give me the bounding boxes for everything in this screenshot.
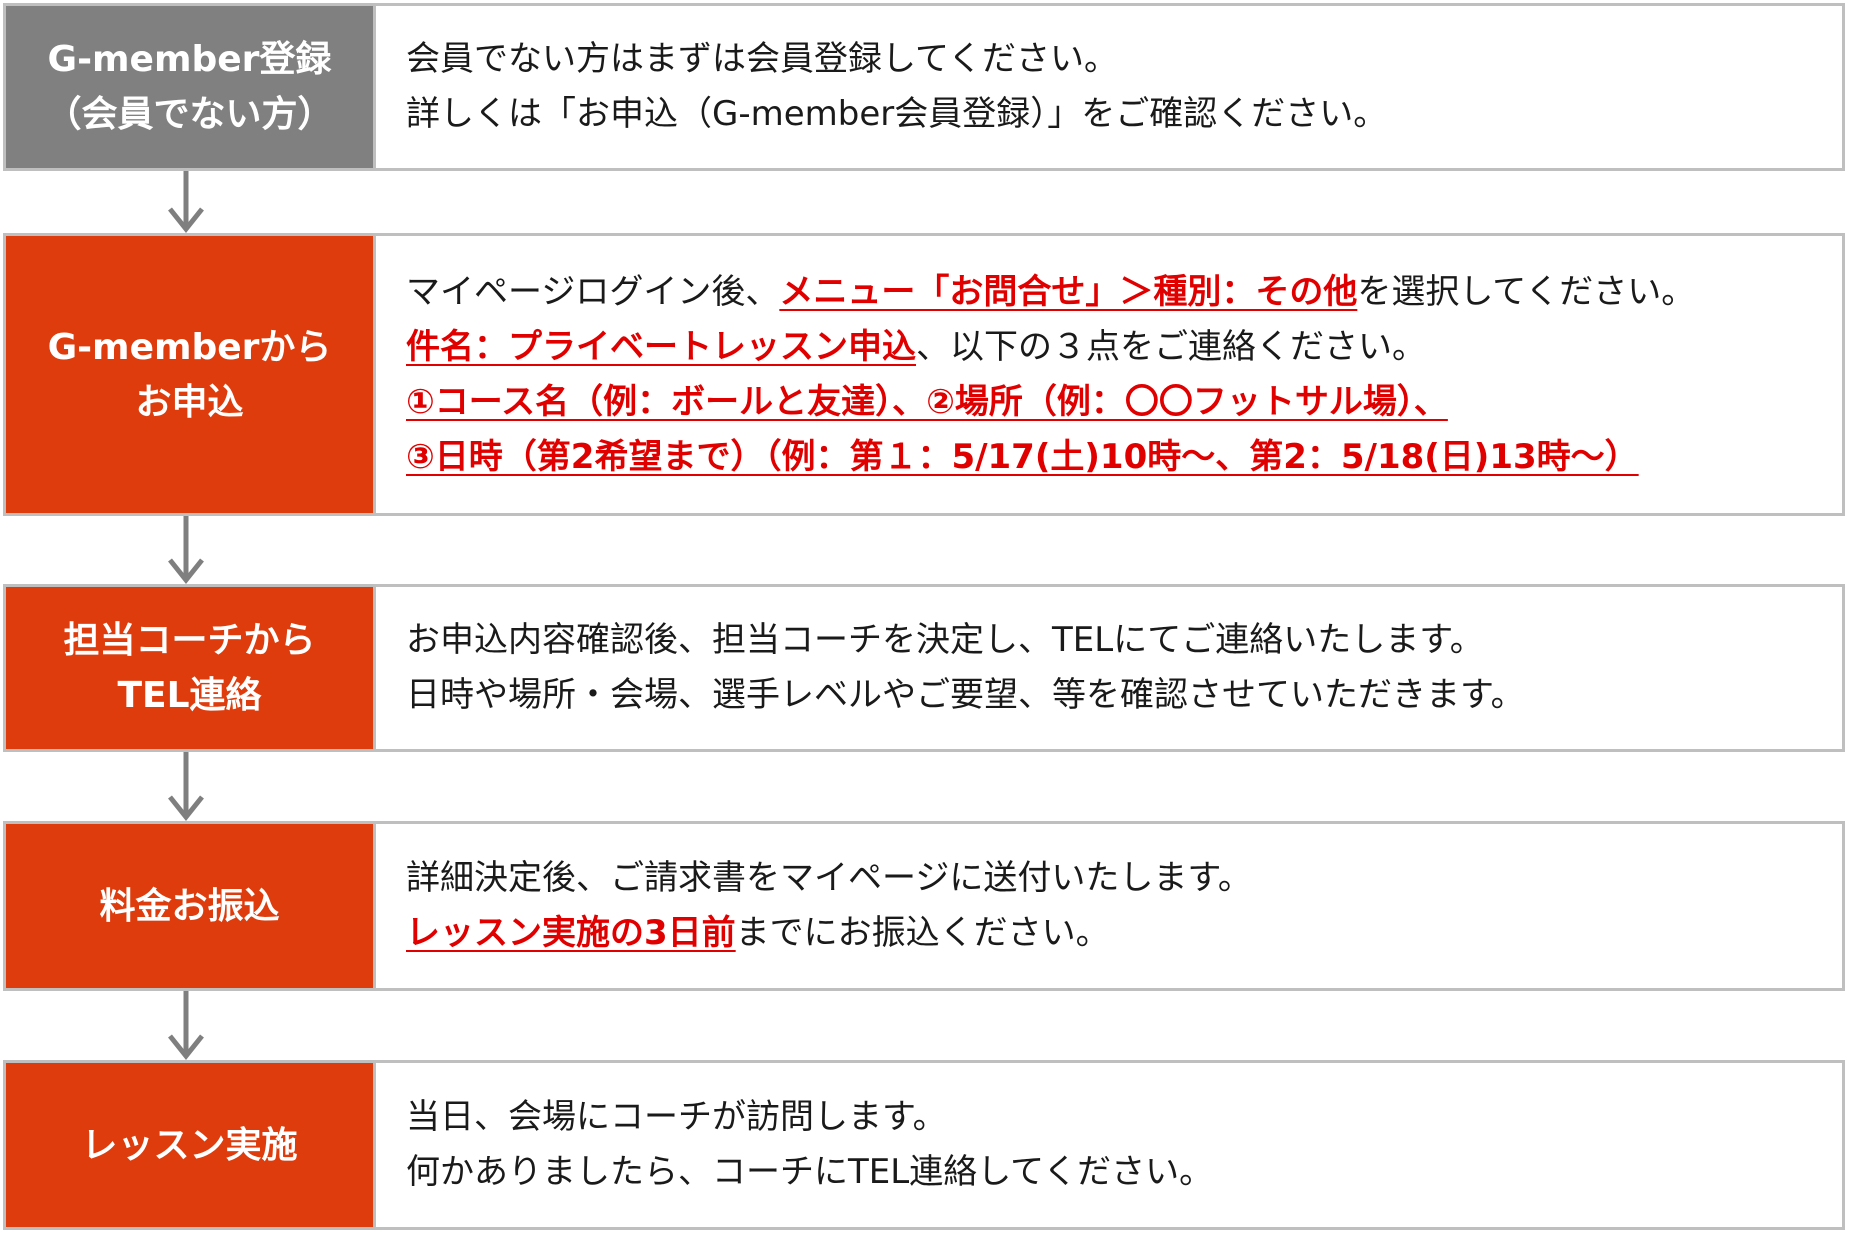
step-label-lesson: レッスン実施 [6,1063,376,1227]
description-line: 会員でない方はまずは会員登録してください。 [406,32,1387,87]
description-text: までにお振込ください。 [735,913,1110,953]
step-label-line: 料金お振込 [99,885,280,927]
description-text: 日時や場所・会場、選手レベルやご要望、等を確認させていただきます。 [406,675,1525,715]
description-line: 詳しくは「お申込（G-member会員登録）」をご確認ください。 [406,87,1387,142]
down-arrow-icon [167,516,205,584]
flow-step-apply: G-memberから お申込 マイページログイン後、メニュー「お問合せ」＞種別：… [3,233,1845,516]
step-label-apply: G-memberから お申込 [6,236,376,513]
step-description-register: 会員でない方はまずは会員登録してください。 詳しくは「お申込（G-member会… [376,6,1842,168]
highlight-text: 件名：プライベートレッスン申込 [406,326,916,367]
description-line: 詳細決定後、ご請求書をマイページに送付いたします。 [406,851,1252,906]
description-text: 何かありましたら、コーチにTEL連絡してください。 [406,1152,1214,1192]
description-text: マイページログイン後、 [406,271,780,312]
flow-step-register: G-member登録 （会員でない方） 会員でない方はまずは会員登録してください… [3,3,1845,171]
description-line: ①コース名（例：ボールと友達）、②場所（例：〇〇フットサル場）、 [406,375,1695,430]
description-line: マイページログイン後、メニュー「お問合せ」＞種別：その他を選択してください。 [406,265,1695,320]
description-line: ③日時（第2希望まで）（例：第１：5/17(土)10時～、第2：5/18(日)1… [406,430,1695,485]
description-text: 当日、会場にコーチが訪問します。 [406,1097,947,1137]
down-arrow-icon [167,991,205,1060]
step-description-lesson: 当日、会場にコーチが訪問します。 何かありましたら、コーチにTEL連絡してくださ… [376,1063,1842,1227]
step-label-line: G-memberから [47,326,332,368]
step-description-payment: 詳細決定後、ご請求書をマイページに送付いたします。 レッスン実施の3日前までにお… [376,824,1842,988]
highlight-text: レッスン実施の3日前 [406,913,736,953]
step-description-apply: マイページログイン後、メニュー「お問合せ」＞種別：その他を選択してください。 件… [376,236,1842,513]
step-label-register: G-member登録 （会員でない方） [6,6,376,168]
description-text: 、以下の３点をご連絡ください。 [916,326,1426,367]
step-label-line: 担当コーチから [63,620,316,661]
step-label-line: G-member登録 [47,39,332,80]
flow-step-lesson: レッスン実施 当日、会場にコーチが訪問します。 何かありましたら、コーチにTEL… [3,1060,1845,1230]
flow-step-coach-contact: 担当コーチから TEL連絡 お申込内容確認後、担当コーチを決定し、TELにてご連… [3,584,1845,752]
description-text: お申込内容確認後、担当コーチを決定し、TELにてご連絡いたします。 [406,620,1484,660]
step-description-coach-contact: お申込内容確認後、担当コーチを決定し、TELにてご連絡いたします。 日時や場所・… [376,587,1842,749]
down-arrow-icon [167,752,205,821]
highlight-text: ①コース名（例：ボールと友達）、②場所（例：〇〇フットサル場）、 [406,381,1448,422]
description-line: 何かありましたら、コーチにTEL連絡してください。 [406,1145,1213,1200]
down-arrow-icon [167,171,205,233]
step-label-line: お申込 [135,381,244,423]
highlight-text: ③日時（第2希望まで）（例：第１：5/17(土)10時～、第2：5/18(日)1… [406,436,1639,477]
step-label-line: （会員でない方） [45,94,334,135]
description-line: レッスン実施の3日前までにお振込ください。 [406,906,1252,961]
description-line: 当日、会場にコーチが訪問します。 [406,1090,1213,1145]
description-text: を選択してください。 [1357,271,1696,312]
step-label-coach-contact: 担当コーチから TEL連絡 [6,587,376,749]
step-label-payment: 料金お振込 [6,824,376,988]
description-line: 件名：プライベートレッスン申込、以下の３点をご連絡ください。 [406,320,1695,375]
highlight-text: メニュー「お問合せ」＞種別：その他 [779,271,1358,312]
description-text: 会員でない方はまずは会員登録してください。 [406,39,1118,79]
description-line: お申込内容確認後、担当コーチを決定し、TELにてご連絡いたします。 [406,613,1525,668]
flow-step-payment: 料金お振込 詳細決定後、ご請求書をマイページに送付いたします。 レッスン実施の3… [3,821,1845,991]
step-label-line: TEL連絡 [117,675,262,716]
description-text: 詳しくは「お申込（G-member会員登録）」をご確認ください。 [406,94,1388,134]
step-label-line: レッスン実施 [81,1124,298,1166]
description-text: 詳細決定後、ご請求書をマイページに送付いたします。 [406,858,1252,898]
description-line: 日時や場所・会場、選手レベルやご要望、等を確認させていただきます。 [406,668,1525,723]
